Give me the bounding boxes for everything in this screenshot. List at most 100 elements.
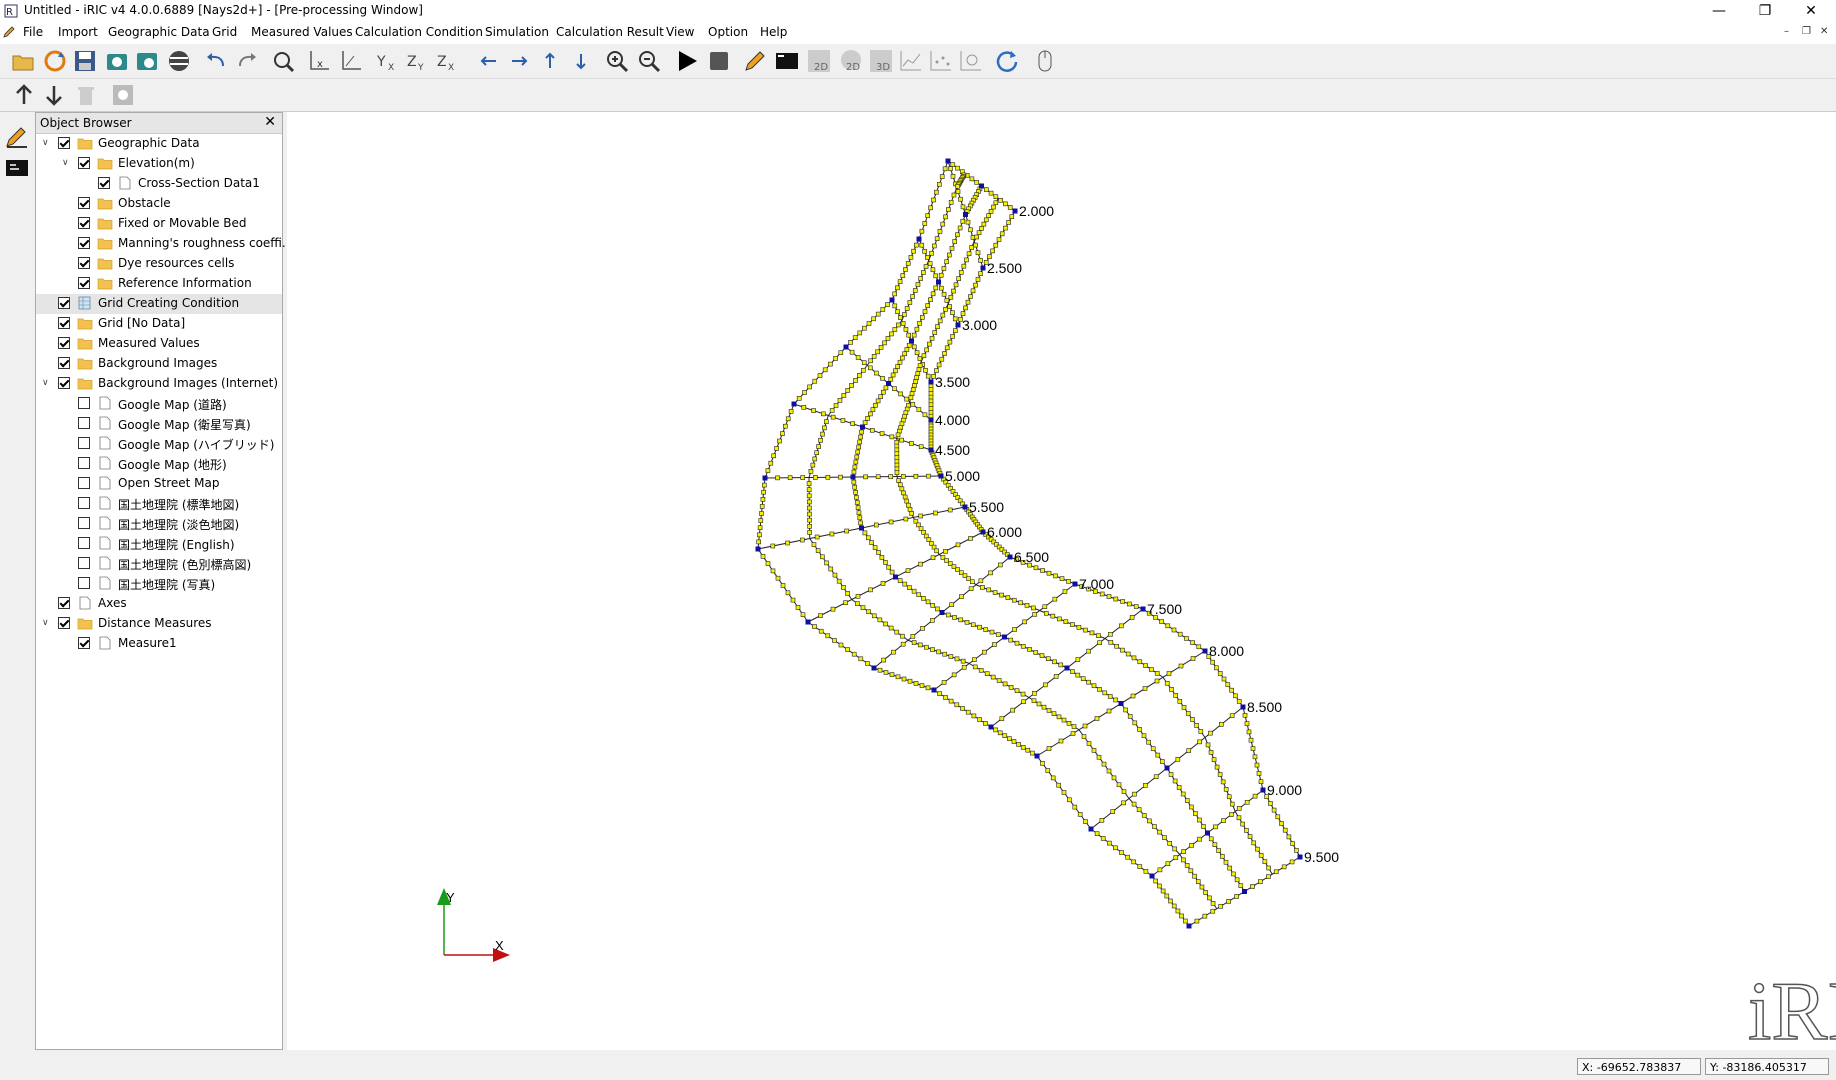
tree-item[interactable]: Measured Values bbox=[36, 334, 282, 354]
reload-icon[interactable] bbox=[42, 48, 68, 74]
visibility-checkbox[interactable] bbox=[78, 237, 90, 249]
tree-item[interactable]: Fixed or Movable Bed bbox=[36, 214, 282, 234]
mdi-close-button[interactable]: ✕ bbox=[1820, 26, 1829, 37]
minimize-button[interactable]: — bbox=[1712, 3, 1726, 19]
tree-item[interactable]: 国土地理院 (English) bbox=[36, 534, 282, 554]
redo-icon[interactable] bbox=[234, 48, 260, 74]
tree-item[interactable]: Measure1 bbox=[36, 634, 282, 654]
settings-icon[interactable] bbox=[110, 82, 136, 108]
tree-item[interactable]: Cross-Section Data1 bbox=[36, 174, 282, 194]
mouse-icon[interactable] bbox=[1032, 48, 1058, 74]
axis-xy-icon[interactable] bbox=[338, 48, 364, 74]
menu-help[interactable]: Help bbox=[760, 25, 788, 39]
visibility-checkbox[interactable] bbox=[78, 457, 90, 469]
tree-item[interactable]: 国土地理院 (淡色地図) bbox=[36, 514, 282, 534]
move-up-icon[interactable] bbox=[537, 48, 563, 74]
visibility-checkbox[interactable] bbox=[78, 557, 90, 569]
chevron-down-icon[interactable]: ∨ bbox=[42, 378, 49, 388]
snapshot-icon[interactable] bbox=[134, 48, 160, 74]
graph-icon[interactable] bbox=[898, 48, 924, 74]
tree-item[interactable]: Google Map (地形) bbox=[36, 454, 282, 474]
visibility-checkbox[interactable] bbox=[78, 477, 90, 489]
tree-item[interactable]: Google Map (ハイブリッド) bbox=[36, 434, 282, 454]
zoom-graph-icon[interactable] bbox=[958, 48, 984, 74]
tree-item[interactable]: 国土地理院 (写真) bbox=[36, 574, 282, 594]
visibility-checkbox[interactable] bbox=[58, 137, 70, 149]
run-icon[interactable] bbox=[674, 48, 700, 74]
visibility-checkbox[interactable] bbox=[58, 337, 70, 349]
stop-icon[interactable] bbox=[706, 48, 732, 74]
maximize-button[interactable]: ❐ bbox=[1758, 3, 1772, 19]
tree-item[interactable]: 国土地理院 (標準地図) bbox=[36, 494, 282, 514]
zoom-out-icon[interactable] bbox=[636, 48, 662, 74]
solver-console-icon[interactable] bbox=[4, 156, 30, 182]
menu-calculation-condition[interactable]: Calculation Condition bbox=[355, 25, 484, 39]
chevron-down-icon[interactable]: ∨ bbox=[62, 158, 69, 168]
tree-item[interactable]: Google Map (道路) bbox=[36, 394, 282, 414]
menu-simulation[interactable]: Simulation bbox=[485, 25, 549, 39]
mdi-restore-button[interactable]: ❐ bbox=[1802, 26, 1811, 37]
visibility-checkbox[interactable] bbox=[58, 297, 70, 309]
tree-item[interactable]: Reference Information bbox=[36, 274, 282, 294]
close-icon[interactable]: ✕ bbox=[264, 114, 276, 130]
visibility-checkbox[interactable] bbox=[78, 637, 90, 649]
visibility-checkbox[interactable] bbox=[58, 377, 70, 389]
rotate-icon[interactable] bbox=[994, 48, 1020, 74]
menu-geographic-data[interactable]: Geographic Data bbox=[108, 25, 210, 39]
trash-icon[interactable] bbox=[73, 82, 99, 108]
tree-item[interactable]: ∨Geographic Data bbox=[36, 134, 282, 154]
pre-processing-icon[interactable] bbox=[4, 124, 30, 150]
grid-view[interactable]: 2.0002.5003.0003.5004.0004.5005.0005.500… bbox=[287, 112, 1836, 1050]
tree-item[interactable]: ∨Distance Measures bbox=[36, 614, 282, 634]
visibility-checkbox[interactable] bbox=[78, 497, 90, 509]
undo-icon[interactable] bbox=[203, 48, 229, 74]
tree-item[interactable]: Manning's roughness coeffi... bbox=[36, 234, 293, 254]
menu-calculation-result[interactable]: Calculation Result bbox=[556, 25, 664, 39]
tree-item[interactable]: Google Map (衛星写真) bbox=[36, 414, 282, 434]
visibility-checkbox[interactable] bbox=[58, 317, 70, 329]
globe-icon[interactable] bbox=[166, 48, 192, 74]
terminal-icon[interactable] bbox=[774, 48, 800, 74]
visibility-checkbox[interactable] bbox=[58, 617, 70, 629]
tree-item[interactable]: Open Street Map bbox=[36, 474, 282, 494]
save-icon[interactable] bbox=[72, 48, 98, 74]
visibility-checkbox[interactable] bbox=[98, 177, 110, 189]
3d-view-icon[interactable]: 3D bbox=[868, 48, 894, 74]
menu-grid[interactable]: Grid bbox=[212, 25, 238, 39]
tree-item[interactable]: Grid Creating Condition bbox=[36, 294, 282, 314]
visibility-checkbox[interactable] bbox=[78, 157, 90, 169]
menu-option[interactable]: Option bbox=[708, 25, 749, 39]
arrow-up-icon[interactable] bbox=[11, 82, 37, 108]
tree-item[interactable]: ∨Elevation(m) bbox=[36, 154, 282, 174]
tree-item[interactable]: Axes bbox=[36, 594, 282, 614]
visibility-checkbox[interactable] bbox=[78, 577, 90, 589]
menu-view[interactable]: View bbox=[666, 25, 695, 39]
visibility-checkbox[interactable] bbox=[58, 357, 70, 369]
visibility-checkbox[interactable] bbox=[78, 197, 90, 209]
camera-icon[interactable] bbox=[104, 48, 130, 74]
mdi-minimize-button[interactable]: – bbox=[1784, 26, 1789, 37]
scatter-graph-icon[interactable] bbox=[928, 48, 954, 74]
arrow-down-icon[interactable] bbox=[41, 82, 67, 108]
tree-item[interactable]: Obstacle bbox=[36, 194, 282, 214]
visibility-checkbox[interactable] bbox=[78, 417, 90, 429]
visibility-checkbox[interactable] bbox=[58, 597, 70, 609]
2d-view-icon[interactable]: 2D bbox=[806, 48, 832, 74]
tree-item[interactable]: 国土地理院 (色別標高図) bbox=[36, 554, 282, 574]
visibility-checkbox[interactable] bbox=[78, 437, 90, 449]
visibility-checkbox[interactable] bbox=[78, 517, 90, 529]
menu-import[interactable]: Import bbox=[58, 25, 98, 39]
visibility-checkbox[interactable] bbox=[78, 217, 90, 229]
open-folder-icon[interactable] bbox=[10, 48, 36, 74]
zoom-in-icon[interactable] bbox=[604, 48, 630, 74]
edit-pen-icon[interactable] bbox=[742, 48, 768, 74]
visibility-checkbox[interactable] bbox=[78, 277, 90, 289]
tree-item[interactable]: Grid [No Data] bbox=[36, 314, 282, 334]
chevron-down-icon[interactable]: ∨ bbox=[42, 618, 49, 628]
close-button[interactable]: ✕ bbox=[1805, 3, 1817, 19]
axis-x-icon[interactable]: x bbox=[306, 48, 332, 74]
